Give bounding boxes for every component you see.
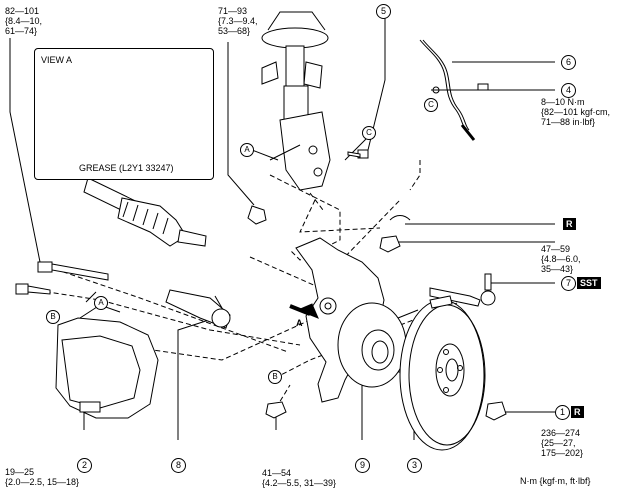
wheel-hub bbox=[337, 302, 425, 388]
callout-3: 3 bbox=[407, 458, 422, 473]
steering-knuckle bbox=[295, 237, 385, 403]
tag-r-cotter-pin: R bbox=[563, 218, 576, 230]
torque-label-8-10: 8—10 N·m {82—101 kgf·cm, 71—88 in·lbf} bbox=[541, 97, 611, 127]
torque-label-236-274: 236—274 {25—27, 175—202} bbox=[541, 428, 584, 458]
ref-mark-a-strut: A bbox=[240, 143, 254, 157]
ref-mark-c-strut: C bbox=[362, 126, 376, 140]
torque-label-19-25: 19—25 {2.0—2.5, 15—18} bbox=[5, 467, 80, 487]
callout-4: 4 bbox=[561, 83, 576, 98]
brake-caliper bbox=[55, 291, 159, 419]
view-arrow-label: A bbox=[296, 318, 303, 328]
ref-mark-b-caliper: B bbox=[46, 310, 60, 324]
drive-shaft bbox=[83, 177, 207, 247]
units-note: N·m {kgf·m, ft·lbf} bbox=[520, 476, 591, 486]
view-a-title: VIEW A bbox=[41, 55, 73, 65]
fasteners bbox=[15, 149, 507, 421]
callout-6: 6 bbox=[561, 55, 576, 70]
strut-assembly bbox=[261, 11, 331, 191]
callout-1: 1 bbox=[555, 405, 570, 420]
view-a-inset: VIEW A GREASE (L2Y1 33247) bbox=[34, 48, 214, 180]
torque-label-82-101: 82—101 {8.4—10, 61—74} bbox=[5, 6, 43, 36]
leader-lines bbox=[9, 18, 555, 440]
view-arrow bbox=[289, 303, 319, 319]
abs-sensor-cable bbox=[419, 39, 489, 141]
callout-8: 8 bbox=[171, 458, 186, 473]
disc-plate bbox=[399, 299, 486, 451]
callout-7: 7 bbox=[561, 276, 576, 291]
tag-sst: SST bbox=[577, 277, 601, 289]
callout-2: 2 bbox=[77, 458, 92, 473]
grease-spec-label: GREASE (L2Y1 33247) bbox=[79, 163, 174, 173]
tie-rod-end bbox=[429, 273, 496, 307]
lower-arm bbox=[165, 289, 231, 329]
torque-label-41-54: 41—54 {4.2—5.5, 31—39} bbox=[262, 468, 337, 488]
ref-mark-a-caliper: A bbox=[94, 296, 108, 310]
callout-9: 9 bbox=[355, 458, 370, 473]
torque-label-71-93: 71—93 {7.3—9.4, 53—68} bbox=[218, 6, 258, 36]
callout-5: 5 bbox=[376, 4, 391, 19]
ref-mark-c-sensor: C bbox=[424, 98, 438, 112]
ref-mark-b-knuckle: B bbox=[268, 370, 282, 384]
torque-label-47-59: 47—59 {4.8—6.0, 35—43} bbox=[541, 244, 581, 274]
grease-can-label: GREASE bbox=[60, 129, 65, 146]
tag-r-locknut: R bbox=[571, 406, 584, 418]
